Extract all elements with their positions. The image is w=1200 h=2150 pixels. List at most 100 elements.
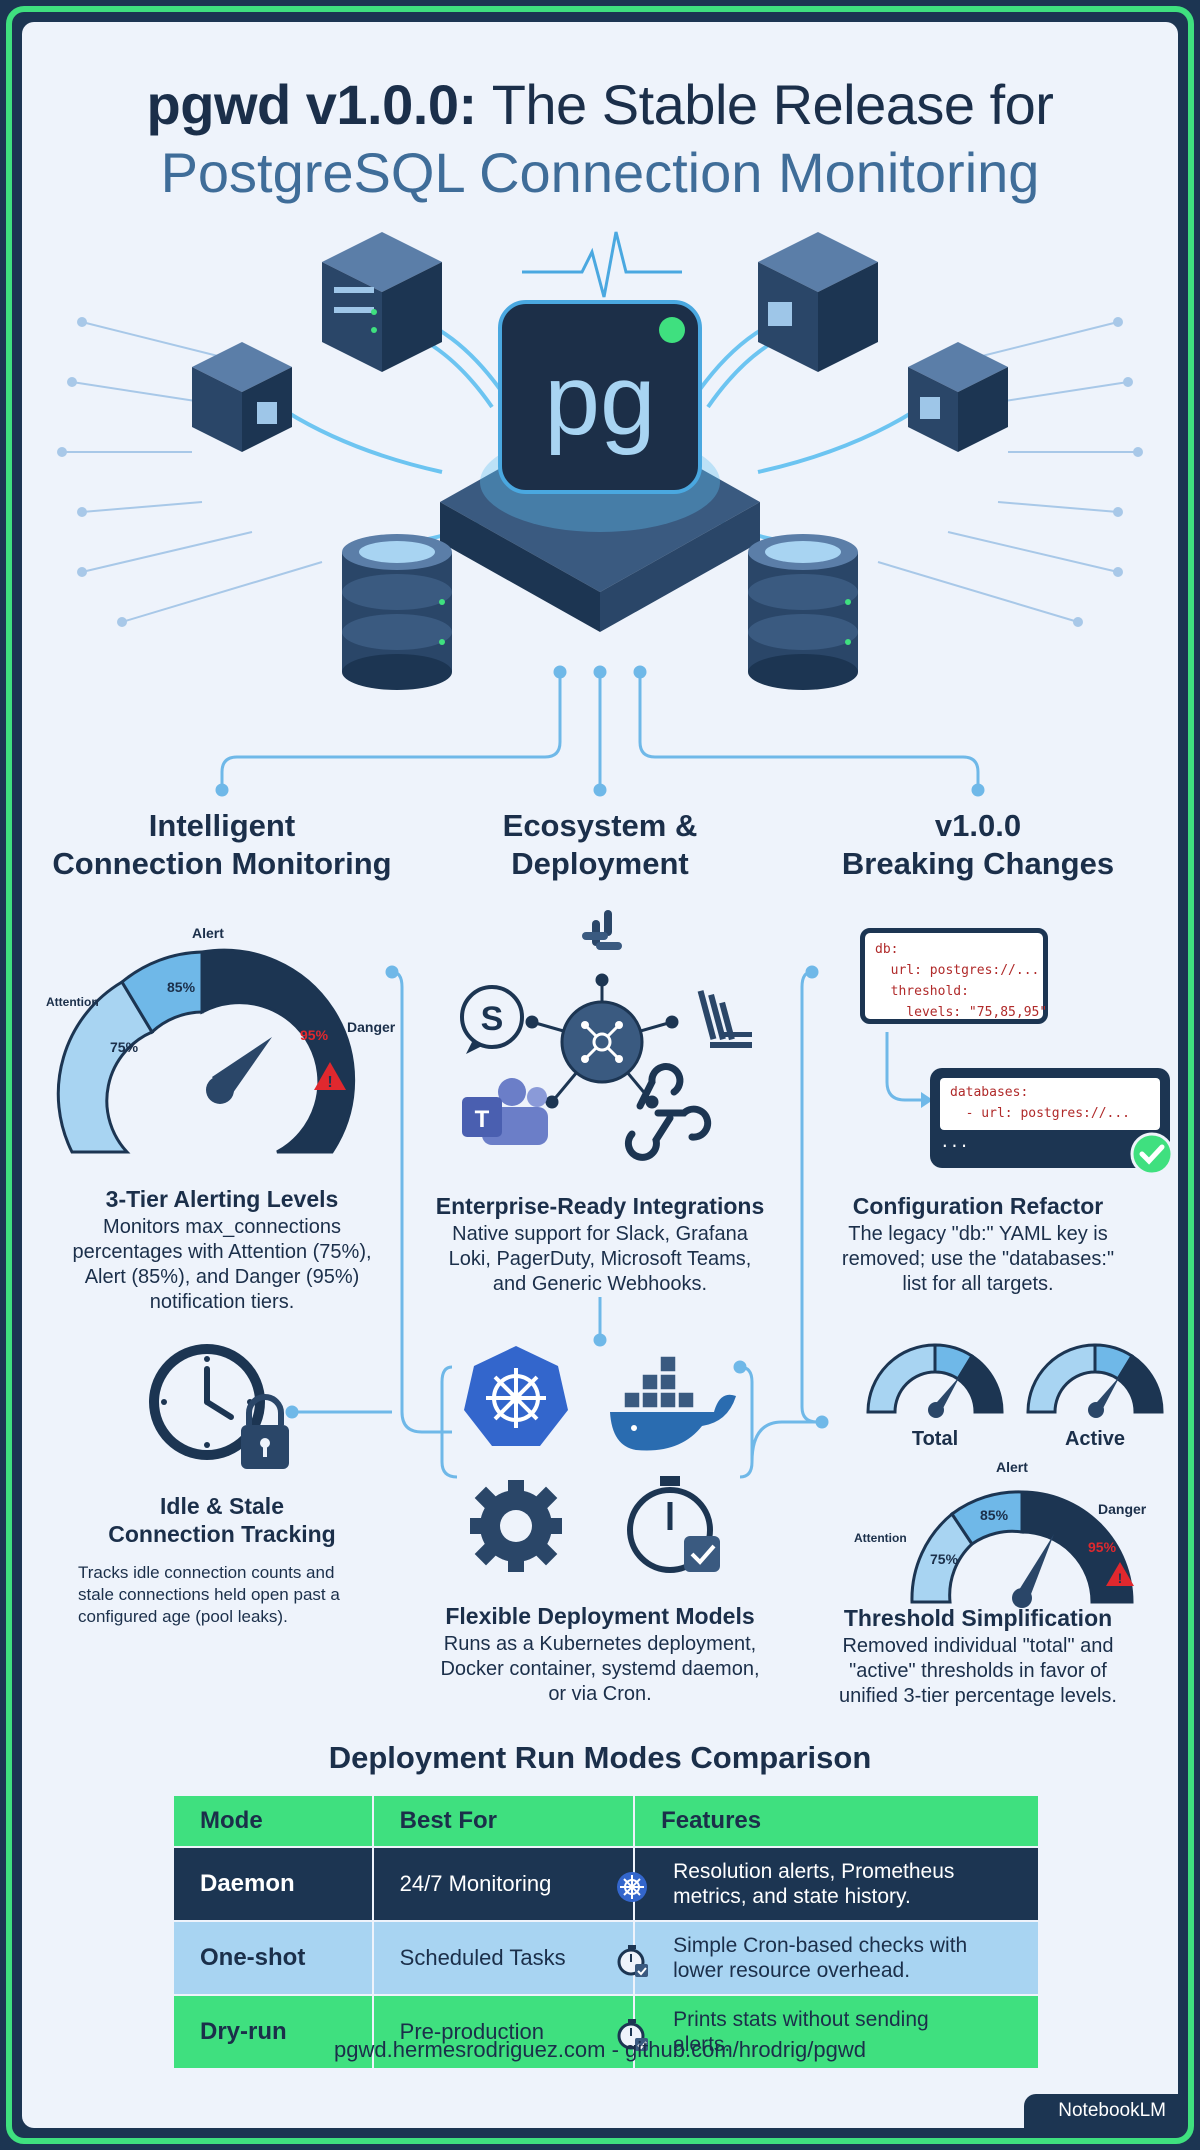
idle-title: Idle & Stale Connection Tracking [22,1492,422,1548]
unified-gauge-85: 85% [980,1507,1009,1523]
alerting-description: Monitors max_connections percentages wit… [22,1215,422,1315]
total-gauge-label: Total [911,1428,959,1450]
integrations-title: Enterprise-Ready Integrations [435,1193,765,1219]
row-features-line2: metrics, and state history. [673,1885,911,1908]
alerting-gauge: ! 75% 85% 95% Alert Attention Danger [46,925,396,1154]
threshold-desc-line2: "active" thresholds in favor of [849,1660,1107,1682]
alerting-desc-line2: percentages with Attention (75%), [72,1241,372,1263]
config-desc-line2: removed; use the "databases:" [841,1248,1115,1270]
row-best-for: Pre-production [371,1994,636,2070]
gauge-attention-label: Attention [46,995,99,1009]
left-column-heading: Intelligent Connection Monitoring [22,807,422,883]
svg-text:!: ! [1118,1570,1123,1586]
right-column-heading: v1.0.0 Breaking Changes [778,807,1178,883]
gauge-alert-label: Alert [192,925,224,941]
deploy-desc-line2: Docker container, systemd daemon, [440,1658,760,1680]
header-best-for: Best For [371,1794,636,1848]
deployment-icons [464,1346,736,1573]
config-desc-line3: list for all targets. [902,1273,1054,1295]
row-mode: One-shot [172,1920,374,1996]
connector-lines [285,965,829,1479]
alerting-desc-line3: Alert (85%), and Danger (95%) [84,1266,360,1288]
title-product: pgwd v1.0.0: [146,73,478,136]
footer-links[interactable]: pgwd.hermesrodriguez.com - github.com/hr… [334,2037,866,2062]
outer-frame: pgwd v1.0.0: The Stable Release for Post… [6,6,1194,2144]
deploy-title: Flexible Deployment Models [445,1603,755,1629]
table-row: Daemon 24/7 Monitoring Resolution alerts… [172,1846,1040,1922]
table-header-row: Mode Best For Features [172,1794,1040,1848]
integrations-desc-line2: Loki, PagerDuty, Microsoft Teams, [448,1248,752,1270]
clock-lock-icon [149,1344,289,1469]
threshold-title: Threshold Simplification [843,1605,1113,1631]
webhook-icon [624,1063,712,1161]
pg-logo: pg [498,300,702,494]
threshold-description: Removed individual "total" and "active" … [778,1634,1178,1709]
row-features: Prints stats without sending alerts. [617,1994,1040,2070]
row-features: Resolution alerts, Prometheus metrics, a… [617,1846,1040,1922]
integrations-desc-line1: Native support for Slack, Grafana [452,1223,748,1245]
notebooklm-badge-text: NotebookLM [1058,2100,1166,2121]
table-row: One-shot Scheduled Tasks Simple Cron-bas… [172,1920,1040,1996]
server-cube-left [192,342,292,452]
skype-icon: S [460,985,524,1054]
header-features: Features [633,1794,1040,1848]
gauge-75-label: 75% [110,1039,139,1055]
idle-desc-line2: stale connections held open past a [78,1585,340,1604]
deploy-description: Runs as a Kubernetes deployment, Docker … [422,1632,778,1707]
alerting-desc-line4: notification tiers. [149,1291,295,1313]
header-mode: Mode [172,1794,374,1848]
row-features-line2: lower resource overhead. [673,1959,911,1982]
deploy-desc-line3: or via Cron. [548,1683,652,1705]
hero-illustration: pg [57,231,1143,797]
unified-gauge-attention: Attention [854,1531,907,1545]
deploy-desc-line1: Runs as a Kubernetes deployment, [443,1633,757,1655]
server-cube-right-top [758,232,878,372]
integrations-description: Native support for Slack, Grafana Loki, … [422,1222,778,1297]
infographic-canvas: pgwd v1.0.0: The Stable Release for Post… [22,22,1178,2128]
alerting-title: 3-Tier Alerting Levels [105,1186,339,1212]
gauge-85-label: 85% [167,979,196,995]
database-left [342,534,452,690]
hub-icon [560,1000,644,1084]
kubernetes-icon [617,1872,648,1902]
left-heading-line2: Connection Monitoring [52,846,392,881]
server-cube-left-top [322,232,442,372]
stopwatch-check-icon [617,2019,649,2051]
grafana-loki-icon [697,990,752,1048]
row-features-line2: alerts. [673,2033,731,2056]
total-gauge [866,1343,1004,1418]
row-features: Simple Cron-based checks with lower reso… [617,1920,1040,1996]
threshold-desc-line3: unified 3-tier percentage levels. [839,1685,1117,1707]
right-heading-line2: Breaking Changes [841,846,1115,881]
comparison-title: Deployment Run Modes Comparison [328,1740,872,1775]
circuit-traces [57,317,1143,627]
row-mode: Dry-run [172,1994,374,2070]
heartbeat-pulse [522,231,682,298]
stopwatch-check-icon [627,1476,720,1573]
active-gauge-label: Active [1064,1428,1126,1450]
docker-icon [610,1355,736,1451]
middle-heading-line1: Ecosystem & [502,808,698,843]
title-rest: The Stable Release for [491,73,1054,136]
unified-gauge-75: 75% [930,1551,959,1567]
new-config-card: databases: - url: postgres://... ... [930,1068,1170,1168]
middle-column-heading: Ecosystem & Deployment [422,807,778,883]
active-gauge [1026,1343,1164,1418]
idle-title-line2: Connection Tracking [108,1521,336,1547]
alerting-desc-line1: Monitors max_connections [103,1216,341,1238]
comparison-table: Mode Best For Features Daemon 24/7 Monit… [172,1794,1040,2070]
unified-gauge-alert: Alert [996,1459,1028,1475]
svg-text:S: S [481,1000,504,1038]
check-circle-icon [1130,1132,1174,1176]
database-right [748,534,858,690]
legacy-config-code: db: url: postgres://... threshold: level… [875,942,1048,1020]
right-heading-line1: v1.0.0 [934,808,1022,843]
svg-text:!: ! [327,1074,332,1091]
pg-logo-text: pg [544,344,655,456]
branch-lines [215,665,985,797]
row-mode: Daemon [172,1846,374,1922]
middle-heading-line2: Deployment [511,846,689,881]
migration-arrow [885,1032,933,1108]
threshold-desc-line1: Removed individual "total" and [842,1635,1114,1657]
page-title: pgwd v1.0.0: The Stable Release for [22,72,1178,137]
